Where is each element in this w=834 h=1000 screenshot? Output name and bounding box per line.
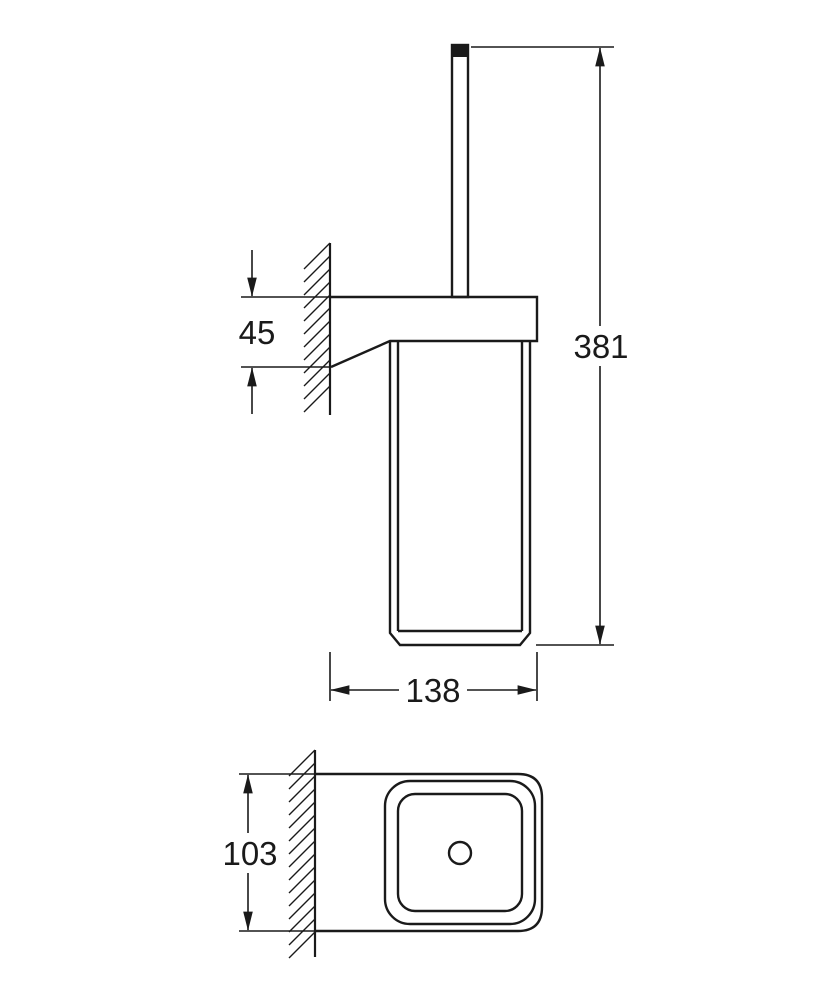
dim-label-45: 45 <box>239 314 276 351</box>
dimension-depth: 103 <box>219 773 315 932</box>
holder-top-outline <box>315 772 544 933</box>
dimension-bracket-height: 45 <box>239 250 331 414</box>
dim-label-103: 103 <box>222 835 277 872</box>
top-view: 103 <box>219 749 544 959</box>
holder-cup <box>388 341 532 647</box>
dim-label-381: 381 <box>573 328 628 365</box>
wall-top <box>288 749 317 959</box>
holder-bracket <box>330 295 539 369</box>
label-mask <box>219 833 281 873</box>
dimension-width: 138 <box>329 652 538 710</box>
wall-hatch-top <box>288 749 316 959</box>
dim-label-138: 138 <box>405 672 460 709</box>
cup-outer-wall <box>388 341 532 647</box>
front-view: 45 381 138 <box>239 43 633 710</box>
wall-hatch-front <box>303 242 331 413</box>
bracket-outline <box>330 295 539 369</box>
label-mask <box>569 326 633 366</box>
cup-rim-outer-top <box>383 779 537 926</box>
brush-handle <box>450 43 470 299</box>
label-mask <box>399 670 467 710</box>
cup-rim-inner-top <box>396 792 524 913</box>
brush-handle-top <box>447 840 473 866</box>
holder-plate-top <box>315 772 544 933</box>
brush-handle-rod <box>450 43 470 299</box>
dimension-total-height: 381 <box>471 46 633 646</box>
brush-handle-cap <box>452 45 468 57</box>
wall-front <box>303 242 332 415</box>
